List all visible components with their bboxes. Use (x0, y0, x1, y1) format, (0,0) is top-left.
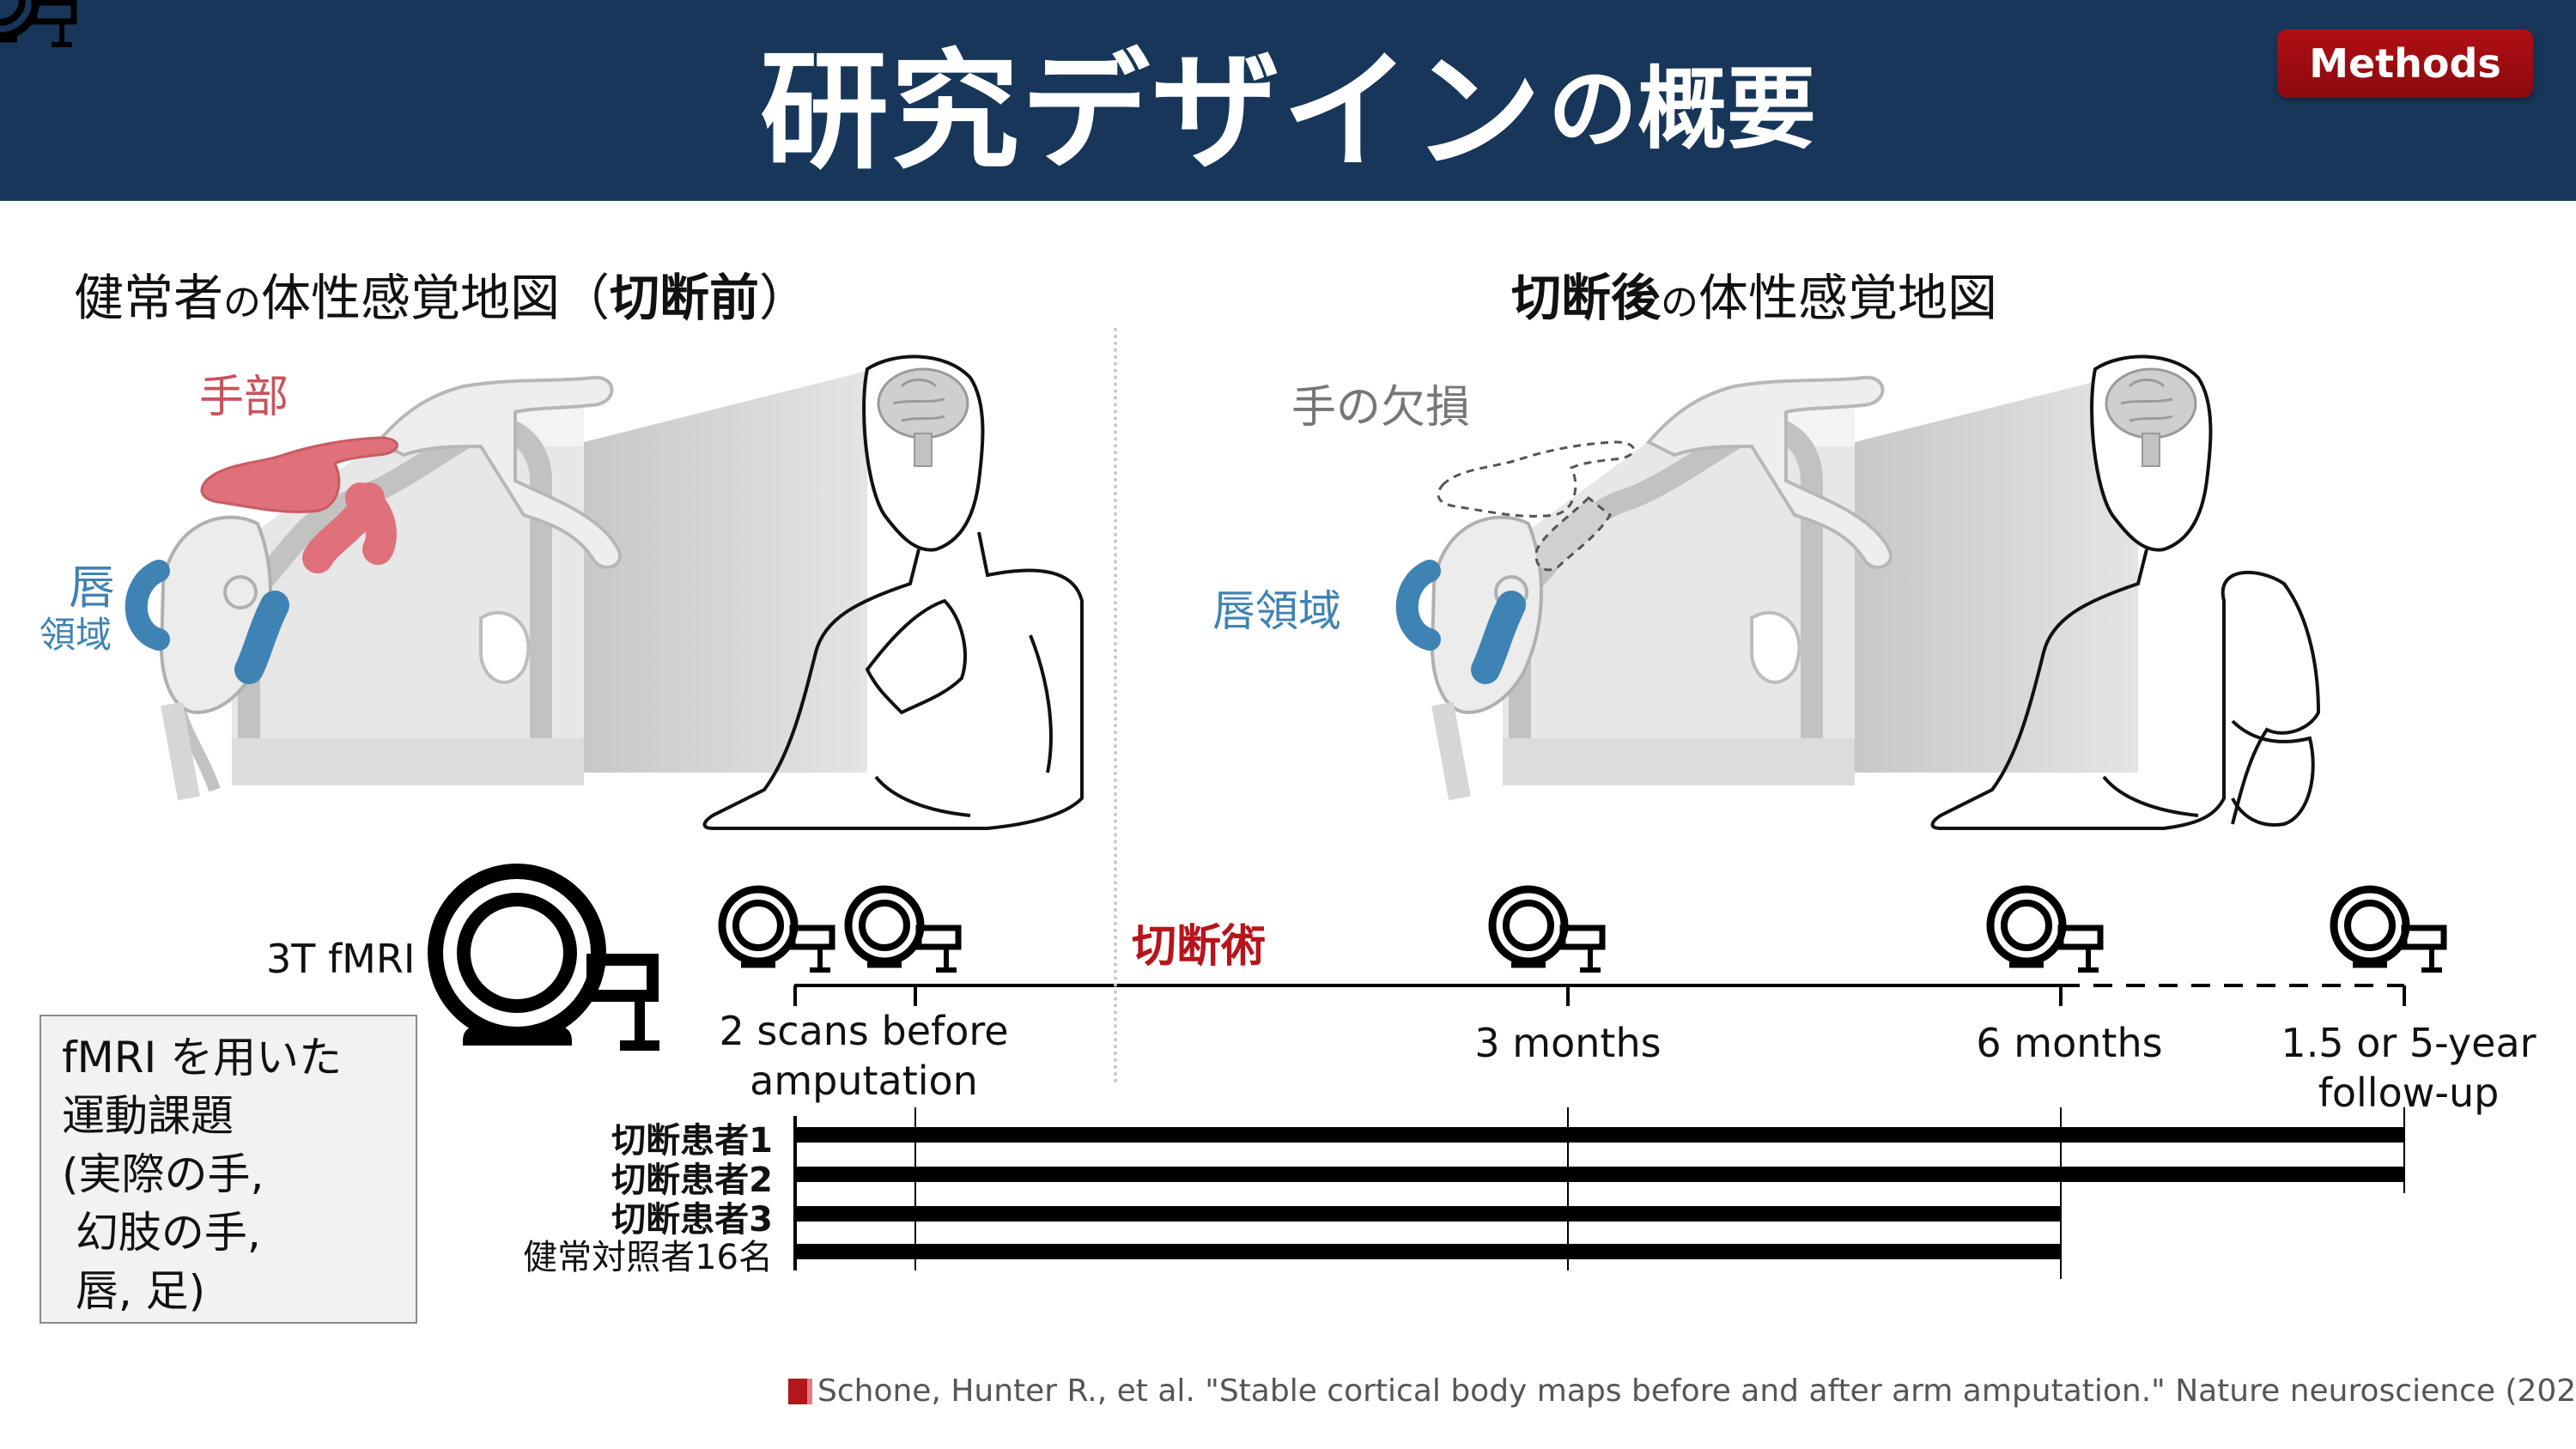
big-scanner-icon (435, 871, 659, 1046)
citation-text: Schone, Hunter R., et al. "Stable cortic… (817, 1373, 2576, 1409)
left-projection-beam (567, 371, 867, 773)
timepoint-label-pre: 2 scans before amputation (692, 1006, 1036, 1106)
timepoint-label-pre-line-1: 2 scans before (692, 1006, 1036, 1056)
timepoint-label-follow-up: 1.5 or 5-year follow-up (2241, 1018, 2576, 1118)
right-lip-blob (1407, 571, 1430, 640)
timepoint-label-follow-up-line-2: follow-up (2241, 1068, 2576, 1118)
hand-label: 手部 (199, 361, 289, 425)
missing-hand-label: 手の欠損 (1291, 371, 1470, 435)
left-lip-blob (137, 571, 159, 640)
task-description-box: fMRI を用いた 運動課題 (実際の手, 幻肢の手, 唇, 足) (39, 1015, 417, 1324)
scan-icon-follow-up (2334, 889, 2444, 970)
surgery-label: 切断術 (1132, 910, 1266, 974)
citation: Schone, Hunter R., et al. "Stable cortic… (788, 1373, 2576, 1409)
book-icon (788, 1379, 812, 1404)
timeline-ticks (795, 985, 2404, 1006)
panel-divider (1114, 328, 1117, 1083)
scan-icon-pre-1 (722, 889, 832, 970)
scan-icon-3-months (1492, 889, 1602, 970)
scan-icon-6-months (1990, 889, 2100, 970)
right-panel-drawing (1407, 356, 2318, 828)
timepoint-label-pre-line-2: amputation (692, 1056, 1036, 1106)
right-lip-label: 唇領域 (1212, 577, 1341, 639)
timepoint-label-6-months: 6 months (1898, 1018, 2241, 1068)
timepoint-label-3-months-line-1: 3 months (1396, 1018, 1740, 1068)
timepoint-label-3-months: 3 months (1396, 1018, 1740, 1068)
scanner-label: 3T fMRI (266, 936, 415, 982)
left-panel-drawing (137, 356, 1082, 828)
right-cortex-slab (1503, 403, 1855, 785)
scan-icon-pre-2 (848, 889, 958, 970)
participant-label-controls: 健常対照者16名 (447, 1229, 773, 1279)
participant-bars (795, 1116, 2404, 1270)
timepoint-label-follow-up-line-1: 1.5 or 5-year (2241, 1018, 2576, 1068)
timepoint-label-6-months-line-1: 6 months (1898, 1018, 2241, 1068)
small-scanner-icon (0, 0, 74, 45)
lip-label-2: 領域 (39, 606, 112, 658)
